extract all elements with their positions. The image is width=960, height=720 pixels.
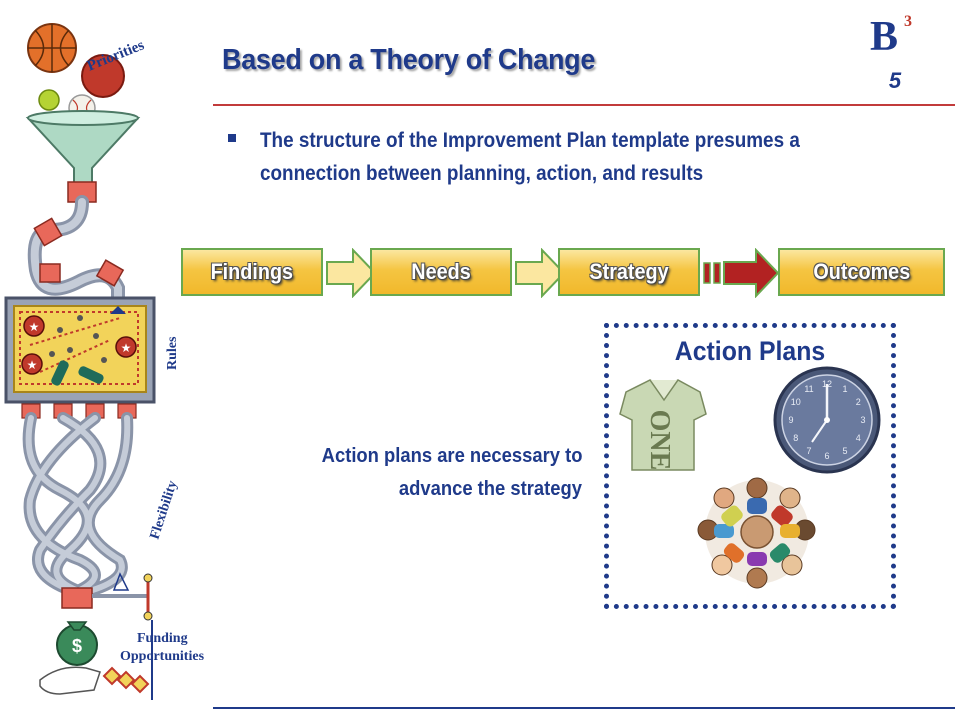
clock-numeral: 4	[856, 433, 861, 443]
b3-logo: B 3	[870, 13, 912, 54]
money-shirt-icon: ONE	[619, 379, 707, 471]
action-plans-frame	[604, 323, 896, 609]
clock-numeral: 2	[856, 397, 861, 407]
clock-numeral: 7	[806, 446, 811, 456]
clock-numeral: 6	[824, 451, 829, 461]
clock-numeral: 1	[842, 384, 847, 394]
clock-icon: 121234567891011	[773, 366, 881, 474]
theory-machine-illustration: Priorities ★ ★ ★ Rules	[4, 23, 205, 700]
chevron-right-icon	[326, 248, 377, 298]
tennis-ball-icon	[38, 89, 60, 111]
svg-text:B: B	[870, 14, 898, 54]
clock-numeral: 10	[791, 397, 801, 407]
arrow-right-icon	[703, 248, 780, 298]
bullet-text: The structure of the Improvement Plan te…	[260, 124, 926, 190]
action-plans-caption: Action plans are necessary to advance th…	[240, 440, 582, 506]
header-divider	[213, 104, 955, 106]
label-opportunities: Opportunities	[120, 649, 205, 664]
caption-line-2: advance the strategy	[398, 478, 582, 500]
ball-red-icon	[81, 54, 125, 98]
bullet-line-2: connection between planning, action, and…	[260, 162, 704, 185]
clock-numeral: 11	[804, 384, 813, 394]
team-huddle-icon	[697, 477, 816, 589]
chevron-right-icon	[515, 248, 566, 298]
slide-number: 5	[888, 68, 902, 93]
flow-step-findings: Findings	[181, 248, 323, 296]
clock-numeral: 3	[860, 415, 865, 425]
clock-numeral: 9	[788, 415, 793, 425]
label-funding: Funding	[137, 631, 188, 646]
flow-step-needs: Needs	[370, 248, 512, 296]
flow-step-strategy: Strategy	[558, 248, 700, 296]
svg-text:★: ★	[121, 341, 132, 355]
money-symbol: $	[72, 636, 82, 656]
svg-text:★: ★	[29, 320, 40, 334]
bullet-icon	[228, 134, 236, 142]
footer-divider	[213, 707, 955, 709]
hand-icon	[39, 666, 101, 695]
svg-text:3: 3	[904, 13, 912, 30]
page-title: Based on a Theory of Change	[222, 44, 596, 76]
caption-line-1: Action plans are necessary to	[321, 445, 582, 467]
svg-text:ONE: ONE	[644, 410, 675, 471]
clock-numeral: 8	[793, 433, 798, 443]
action-plans-title: Action Plans	[674, 336, 826, 366]
flow-step-outcomes: Outcomes	[778, 248, 945, 296]
clock-numeral: 5	[842, 446, 847, 456]
label-rules: Rules	[165, 336, 180, 370]
bullet-line-1: The structure of the Improvement Plan te…	[260, 129, 800, 152]
svg-text:★: ★	[27, 358, 38, 372]
